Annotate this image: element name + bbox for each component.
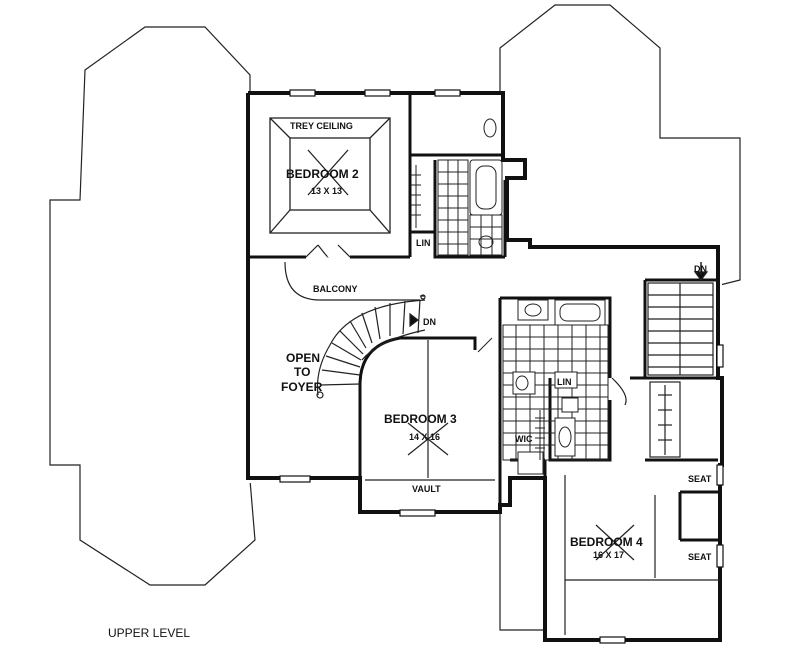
bedroom4-size: 16 X 17 [593,550,624,560]
trey-ceiling [269,117,391,234]
wic-label: WIC [515,434,533,444]
bedroom2-size: 13 X 13 [311,186,342,196]
lin-label-1: LIN [416,238,431,248]
lin-label-2: LIN [557,377,572,387]
bedroom2-label: BEDROOM 2 [286,167,359,181]
seat-label-2: SEAT [688,552,712,562]
windows [279,89,724,644]
bedroom3-size: 14 X 16 [409,432,440,442]
bedroom4-label: BEDROOM 4 [570,535,643,549]
roof-outline-left [49,26,256,586]
dn-label-2: DN [694,264,707,274]
bedroom4-fan [564,475,720,635]
open-label-3: FOYER [281,380,323,394]
trey-ceiling-label: TREY CEILING [290,121,353,131]
bedroom3-fan [365,340,495,481]
open-label-2: TO [294,365,310,379]
balcony-stair [284,261,426,399]
interior-walls [248,93,722,640]
vault-label: VAULT [412,484,441,494]
dn-label-1: DN [423,317,436,327]
bath-2 [411,118,503,256]
right-stairs [611,262,714,406]
bedroom3-label: BEDROOM 3 [384,412,457,426]
bath-3 [477,299,609,475]
bedroom2-doors [305,244,351,258]
open-label-1: OPEN [286,351,320,365]
roof-outline-right [499,4,741,631]
balcony-label: BALCONY [313,284,358,294]
plan-title: UPPER LEVEL [108,626,190,640]
bedroom4-closet [649,381,681,458]
seat-label-1: SEAT [688,474,712,484]
